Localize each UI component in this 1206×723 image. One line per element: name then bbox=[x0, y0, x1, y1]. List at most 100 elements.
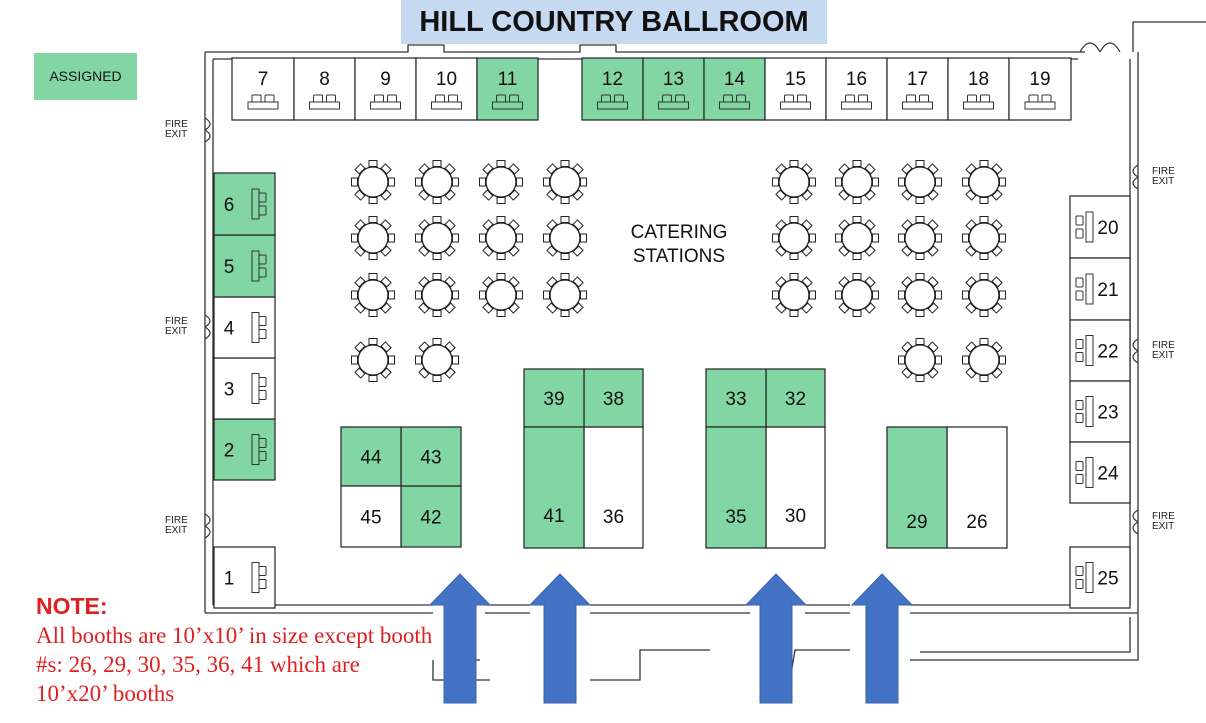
booth-10-label: 10 bbox=[436, 69, 457, 90]
round-table-icon bbox=[898, 216, 942, 260]
booth-42[interactable]: 42 bbox=[400, 485, 462, 548]
booth-36[interactable]: 36 bbox=[583, 426, 644, 549]
booth-29[interactable]: 29 bbox=[886, 426, 948, 549]
booth-43-box[interactable] bbox=[400, 426, 462, 487]
booth-3[interactable]: 3 bbox=[213, 357, 276, 420]
booth-44-box[interactable] bbox=[340, 426, 402, 487]
booth-45-box[interactable] bbox=[340, 485, 402, 548]
booth-23-box[interactable] bbox=[1069, 380, 1131, 443]
round-table-icon bbox=[415, 338, 459, 382]
booth-25-box[interactable] bbox=[1069, 546, 1131, 609]
round-table-icon bbox=[415, 160, 459, 204]
round-table-icon bbox=[351, 338, 395, 382]
booth-41-box[interactable] bbox=[523, 426, 585, 549]
booth-36-box[interactable] bbox=[583, 426, 644, 549]
booth-18[interactable]: 18 bbox=[947, 57, 1010, 121]
booth-19-box[interactable] bbox=[1008, 57, 1072, 121]
booth-6-box[interactable] bbox=[213, 172, 276, 236]
booth-32-box[interactable] bbox=[765, 368, 826, 428]
booth-22[interactable]: 22 bbox=[1069, 319, 1131, 382]
booth-38-label: 38 bbox=[603, 389, 624, 410]
svg-text:EXIT: EXIT bbox=[165, 326, 187, 337]
booth-38[interactable]: 38 bbox=[583, 368, 644, 428]
booth-22-label: 22 bbox=[1097, 342, 1118, 363]
booth-1[interactable]: 1 bbox=[213, 546, 276, 609]
booth-21[interactable]: 21 bbox=[1069, 257, 1131, 321]
booth-14[interactable]: 14 bbox=[703, 57, 766, 121]
booth-15-box[interactable] bbox=[764, 57, 827, 121]
booth-6-label: 6 bbox=[224, 195, 235, 216]
booth-13[interactable]: 13 bbox=[642, 57, 705, 121]
booth-19[interactable]: 19 bbox=[1008, 57, 1072, 121]
booth-35[interactable]: 35 bbox=[705, 426, 767, 549]
booth-26-box[interactable] bbox=[946, 426, 1008, 549]
svg-text:EXIT: EXIT bbox=[165, 525, 187, 536]
catering-label-2: STATIONS bbox=[633, 246, 725, 267]
booth-8-label: 8 bbox=[319, 69, 330, 90]
booth-16[interactable]: 16 bbox=[825, 57, 888, 121]
booth-6[interactable]: 6 bbox=[213, 172, 276, 236]
booth-32[interactable]: 32 bbox=[765, 368, 826, 428]
booth-29-label: 29 bbox=[906, 512, 927, 533]
booth-2[interactable]: 2 bbox=[213, 418, 276, 481]
booth-33-box[interactable] bbox=[705, 368, 767, 428]
booth-18-box[interactable] bbox=[947, 57, 1010, 121]
booth-35-box[interactable] bbox=[705, 426, 767, 549]
booth-29-box[interactable] bbox=[886, 426, 948, 549]
booth-16-box[interactable] bbox=[825, 57, 888, 121]
booth-44[interactable]: 44 bbox=[340, 426, 402, 487]
booth-5[interactable]: 5 bbox=[213, 234, 276, 298]
booth-24[interactable]: 24 bbox=[1069, 441, 1131, 504]
booth-30[interactable]: 30 bbox=[765, 426, 826, 549]
booth-21-box[interactable] bbox=[1069, 257, 1131, 321]
booth-7-box[interactable] bbox=[231, 57, 295, 121]
round-table-icon bbox=[772, 216, 816, 260]
svg-text:EXIT: EXIT bbox=[1152, 350, 1174, 361]
booth-45-label: 45 bbox=[360, 508, 381, 529]
booth-17[interactable]: 17 bbox=[886, 57, 949, 121]
booth-26[interactable]: 26 bbox=[946, 426, 1008, 549]
booth-35-label: 35 bbox=[725, 507, 746, 528]
booth-30-label: 30 bbox=[785, 506, 806, 527]
booth-3-box[interactable] bbox=[213, 357, 276, 420]
booth-23[interactable]: 23 bbox=[1069, 380, 1131, 443]
booth-11-box[interactable] bbox=[476, 57, 539, 121]
booth-43[interactable]: 43 bbox=[400, 426, 462, 487]
round-table-icon bbox=[351, 160, 395, 204]
booth-13-box[interactable] bbox=[642, 57, 705, 121]
booth-30-box[interactable] bbox=[765, 426, 826, 549]
booth-10-box[interactable] bbox=[415, 57, 478, 121]
booth-22-box[interactable] bbox=[1069, 319, 1131, 382]
booth-25[interactable]: 25 bbox=[1069, 546, 1131, 609]
booth-4-box[interactable] bbox=[213, 296, 276, 359]
note-heading: NOTE: bbox=[36, 593, 108, 619]
booth-39-box[interactable] bbox=[523, 368, 585, 428]
booth-14-label: 14 bbox=[724, 69, 746, 90]
booth-10[interactable]: 10 bbox=[415, 57, 478, 121]
booth-33[interactable]: 33 bbox=[705, 368, 767, 428]
booth-9-box[interactable] bbox=[354, 57, 417, 121]
booth-11[interactable]: 11 bbox=[476, 57, 539, 121]
booth-8-box[interactable] bbox=[293, 57, 356, 121]
catering-stations: CATERING STATIONS bbox=[631, 222, 728, 267]
booth-4[interactable]: 4 bbox=[213, 296, 276, 359]
booth-8[interactable]: 8 bbox=[293, 57, 356, 121]
booth-39[interactable]: 39 bbox=[523, 368, 585, 428]
booth-15[interactable]: 15 bbox=[764, 57, 827, 121]
booth-19-label: 19 bbox=[1029, 69, 1050, 90]
booth-1-box[interactable] bbox=[213, 546, 276, 609]
booth-41[interactable]: 41 bbox=[523, 426, 585, 549]
booth-45[interactable]: 45 bbox=[340, 485, 402, 548]
booth-24-box[interactable] bbox=[1069, 441, 1131, 504]
svg-text:FIRE: FIRE bbox=[165, 316, 188, 327]
booth-14-box[interactable] bbox=[703, 57, 766, 121]
booth-9[interactable]: 9 bbox=[354, 57, 417, 121]
booth-12[interactable]: 12 bbox=[581, 57, 644, 121]
booth-20[interactable]: 20 bbox=[1069, 195, 1131, 259]
booth-20-box[interactable] bbox=[1069, 195, 1131, 259]
booth-7[interactable]: 7 bbox=[231, 57, 295, 121]
